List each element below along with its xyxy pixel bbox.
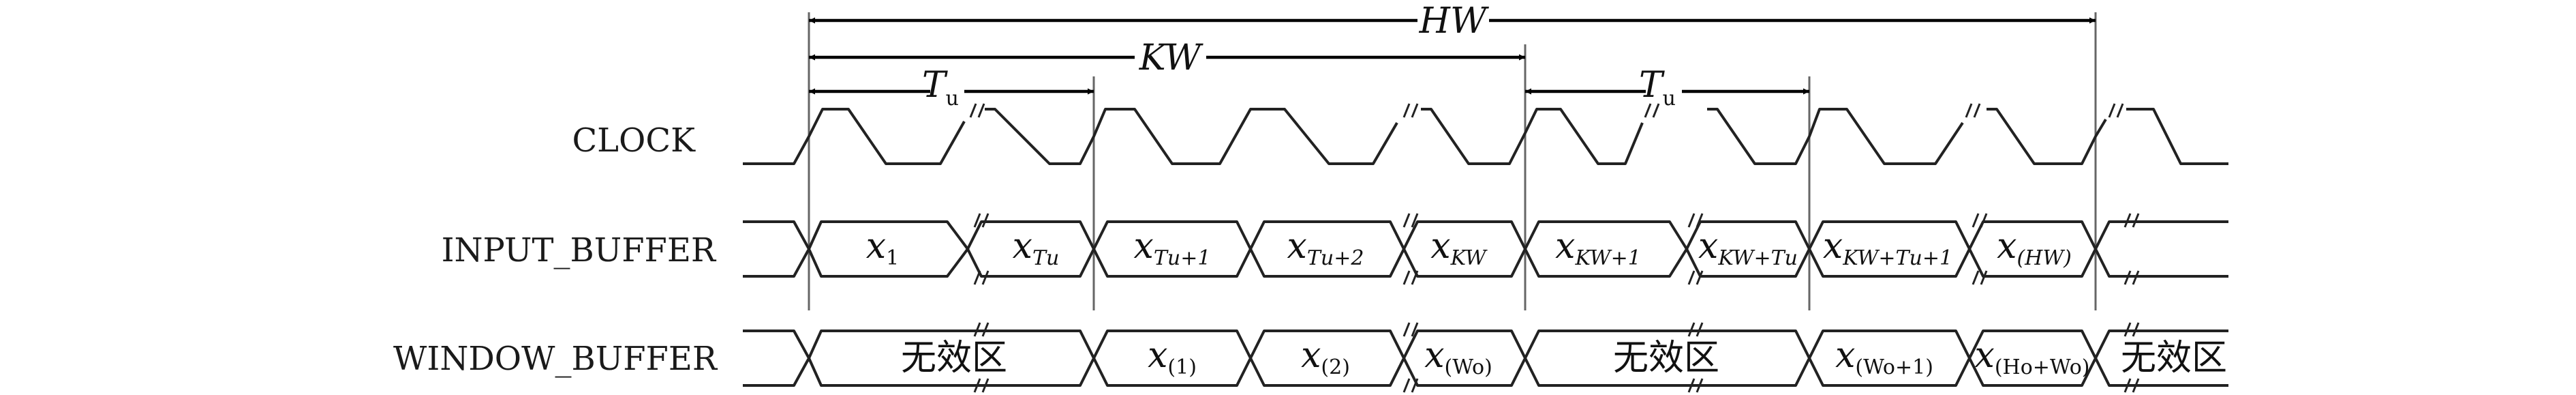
- window-cell-4: x(Wo): [1424, 335, 1492, 379]
- window-cell-3: x(2): [1301, 335, 1350, 379]
- input-cell-6: xKW+1: [1555, 226, 1641, 270]
- input-cell-5: xKW: [1430, 226, 1488, 270]
- dimension-label-hw: HW: [1419, 1, 1489, 42]
- window-cell-2: x(1): [1148, 335, 1197, 379]
- window-buffer-labels: 无效区 x(1) x(2) x(Wo) 无效区 x(Wo+1) x(Ho+Wo)…: [901, 335, 2227, 379]
- dimension-hw: HW: [809, 1, 2096, 42]
- input-cell-1: x1: [866, 226, 899, 270]
- window-cell-7: x(Ho+Wo): [1975, 335, 2090, 379]
- signal-label-window-buffer: WINDOW_BUFFER: [393, 340, 718, 378]
- input-cell-3: xTu+1: [1134, 226, 1211, 270]
- dimension-label-kw: KW: [1139, 38, 1203, 78]
- window-cell-invalid-3: 无效区: [2121, 338, 2227, 379]
- signal-label-input-buffer: INPUT_BUFFER: [442, 231, 717, 269]
- signal-label-clock: CLOCK: [572, 121, 696, 160]
- dimension-kw: KW: [809, 38, 1525, 78]
- input-cell-9: x(HW): [1997, 226, 2072, 270]
- dimension-label-tu-2: Tu: [1639, 65, 1676, 111]
- clock-break-markers: [969, 103, 2124, 118]
- window-cell-6: x(Wo+1): [1835, 335, 1933, 379]
- clock-waveform: [743, 108, 2228, 165]
- input-cell-7: xKW+Tu: [1698, 226, 1798, 270]
- window-cell-invalid-2: 无效区: [1613, 338, 1719, 379]
- input-buffer-labels: x1 xTu xTu+1 xTu+2 xKW xKW+1 xKW+Tu xKW+…: [866, 226, 2072, 270]
- window-cell-invalid-1: 无效区: [901, 338, 1007, 379]
- input-cell-4: xTu+2: [1287, 226, 1364, 270]
- input-cell-2: xTu: [1013, 226, 1060, 270]
- input-cell-8: xKW+Tu+1: [1823, 226, 1952, 270]
- dimension-tu-2: Tu: [1525, 65, 1809, 111]
- input-buffer-bus: [743, 213, 2228, 285]
- dimension-tu-1: Tu: [809, 65, 1094, 111]
- dimension-label-tu-1: Tu: [922, 65, 959, 111]
- window-buffer-bus: [743, 322, 2228, 393]
